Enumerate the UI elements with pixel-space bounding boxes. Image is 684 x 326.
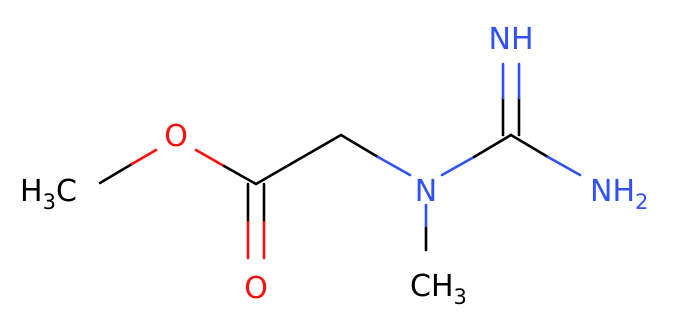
n-methyl-label: CH3 (410, 269, 467, 309)
bond-ch2-to-nitrogen (339, 133, 380, 159)
bond-oxygen-to-carbonyl (222, 164, 258, 186)
carbonyl-oxygen-label: O (244, 271, 268, 306)
bond-methyl-to-oxygen (98, 162, 134, 185)
ester-oxygen-label: O (164, 119, 188, 154)
bond-guanidine-to-amino-n-side (546, 155, 582, 177)
bond-nitrogen-to-guanidine-n-side (440, 155, 476, 177)
bond-nitrogen-to-guanidine (472, 133, 513, 159)
bonds (98, 62, 582, 260)
atom-labels: H3C O O N NH NH2 CH3 (20, 22, 648, 309)
amino-label: NH2 (590, 174, 648, 214)
bond-methyl-to-oxygen-o-side (130, 148, 158, 166)
methyl-ester-label: H3C (20, 174, 77, 214)
amine-nitrogen-label: N (415, 174, 437, 209)
bond-oxygen-to-carbonyl-o-side (194, 148, 226, 168)
bond-carbonyl-to-ch2 (254, 133, 343, 186)
bond-ch2-to-nitrogen-n-side (376, 155, 412, 177)
imine-label: NH (489, 22, 534, 57)
bond-guanidine-to-amino (509, 133, 550, 159)
